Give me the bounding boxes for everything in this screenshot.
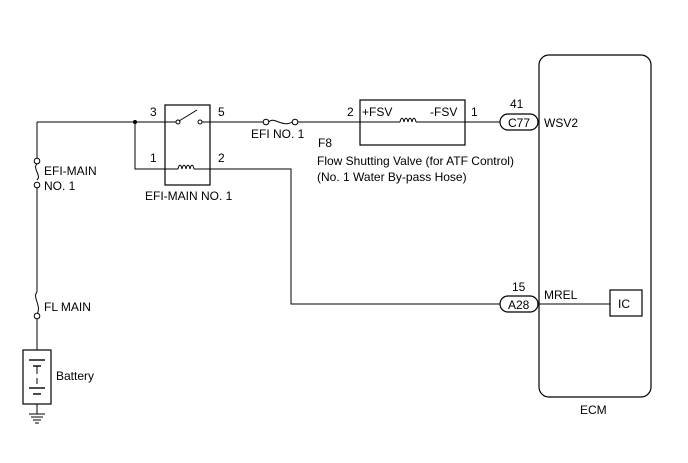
efi-main-fuse [33, 157, 41, 189]
relay-switch [165, 109, 210, 125]
relay-pin-1: 1 [150, 151, 157, 165]
connector-a28 [499, 295, 539, 313]
ground-symbol [29, 404, 45, 424]
fl-main-fuse-label: FL MAIN [44, 300, 91, 314]
valve-pin-left: 2 [347, 105, 354, 119]
efi-main-fuse-label-1: EFI-MAIN [44, 164, 97, 178]
ic-box [609, 289, 643, 317]
relay-pin-3: 3 [150, 105, 157, 119]
ecm-signal-mrel: MREL [544, 288, 578, 302]
efi-main-relay-box [164, 104, 211, 186]
ecm-label: ECM [580, 403, 607, 417]
connector-a28-pin: 15 [512, 280, 526, 294]
efi-no1-fuse [262, 118, 299, 126]
connector-c77-pin: 41 [510, 97, 524, 111]
valve-code: F8 [318, 136, 332, 150]
connector-a28-code: A28 [508, 298, 530, 312]
connector-c77 [499, 113, 539, 131]
valve-neg-terminal: -FSV [430, 105, 457, 119]
valve-pos-terminal: +FSV [362, 105, 392, 119]
ecm-signal-wsv2: WSV2 [544, 116, 578, 130]
valve-name-line2: (No. 1 Water By-pass Hose) [317, 170, 467, 184]
valve-pin-right: 1 [471, 105, 478, 119]
valve-coil [360, 117, 465, 123]
ic-label: IC [618, 297, 630, 311]
connector-c77-code: C77 [508, 116, 530, 130]
fl-main-fuse [33, 291, 41, 320]
relay-coil [165, 164, 210, 170]
efi-no1-fuse-label: EFI NO. 1 [251, 127, 305, 141]
valve-name-line1: Flow Shutting Valve (for ATF Control) [317, 154, 514, 168]
efi-main-fuse-label-2: NO. 1 [44, 179, 76, 193]
wire-relay-to-ecm [210, 168, 500, 305]
relay-label: EFI-MAIN NO. 1 [145, 189, 233, 203]
wire-left-bus-top [36, 121, 165, 158]
wire-relay-coil-feed [134, 122, 165, 170]
relay-pin-2: 2 [218, 151, 225, 165]
battery-label: Battery [56, 369, 94, 383]
battery-symbol [22, 349, 52, 405]
relay-pin-5: 5 [218, 105, 225, 119]
ecm-box [538, 54, 652, 398]
